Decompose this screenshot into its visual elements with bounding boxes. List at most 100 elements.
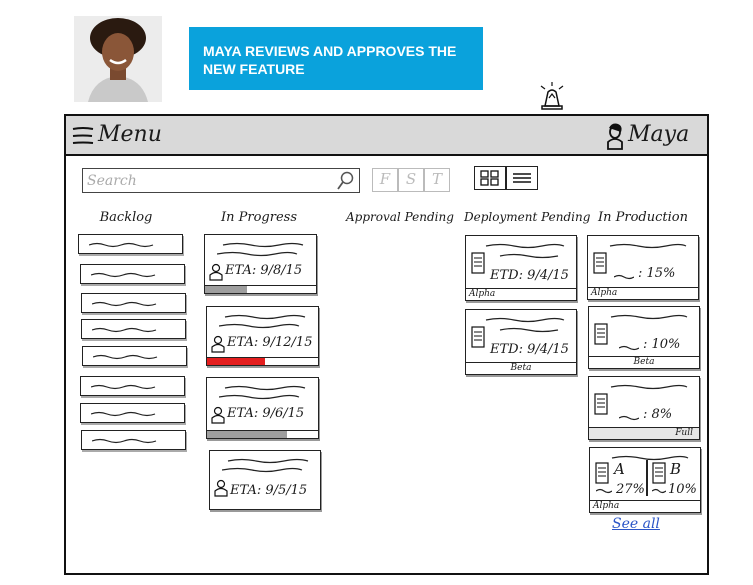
release-tag: Beta: [466, 362, 576, 374]
deployment-pending-card[interactable]: ETD: 9/4/15 Alpha: [465, 235, 577, 301]
document-icon: [593, 252, 607, 274]
document-icon: [594, 323, 608, 345]
release-tag: Full: [589, 427, 699, 439]
assignee-icon: [211, 406, 225, 424]
search-box: [82, 168, 360, 193]
etd-text: ETD: 9/4/15: [490, 342, 569, 357]
backlog-item[interactable]: [80, 264, 185, 284]
assignee-icon: [214, 479, 228, 497]
release-tag: Alpha: [466, 288, 576, 300]
column-header-approval-pending: Approval Pending: [346, 210, 454, 224]
scenario-banner: MAYA REVIEWS AND APPROVES THE NEW FEATUR…: [189, 27, 483, 90]
column-header-in-progress: In Progress: [220, 210, 297, 225]
text-placeholder-icon: [217, 242, 304, 257]
column-header-backlog: Backlog: [99, 210, 153, 225]
document-icon: [595, 462, 609, 484]
text-placeholder-icon: [222, 458, 309, 473]
column-header-deployment-pending: Deployment Pending: [464, 210, 591, 224]
text-placeholder-icon: [91, 384, 156, 390]
progress-bar: [205, 285, 316, 293]
filter-s-button[interactable]: S: [398, 168, 424, 192]
etd-text: ETD: 9/4/15: [490, 268, 569, 283]
variant-divider: [646, 460, 648, 496]
text-placeholder-icon: [652, 488, 666, 494]
adoption-value: : 15%: [638, 266, 676, 281]
list-view-icon: [513, 173, 531, 183]
text-placeholder-icon: [219, 314, 306, 329]
list-view-button[interactable]: [506, 166, 538, 190]
grid-view-icon: [480, 170, 499, 186]
filter-t-button[interactable]: T: [424, 168, 450, 192]
variant-a-value: 27%: [616, 482, 645, 497]
menu-bar: Menu Maya: [66, 116, 707, 156]
filter-buttons: F S T: [372, 168, 450, 192]
text-placeholder-icon: [92, 438, 157, 444]
text-placeholder-icon: [92, 327, 157, 333]
search-input[interactable]: [87, 171, 331, 190]
search-icon[interactable]: [337, 171, 355, 191]
progress-bar: [207, 430, 318, 438]
variant-b-value: 10%: [668, 482, 697, 497]
document-icon: [594, 393, 608, 415]
in-progress-card[interactable]: ETA: 9/12/15: [206, 306, 319, 366]
progress-fill: [205, 286, 248, 293]
backlog-item[interactable]: [78, 234, 183, 254]
text-placeholder-icon: [89, 242, 154, 248]
text-placeholder-icon: [485, 243, 565, 259]
user-icon[interactable]: [604, 122, 626, 150]
view-toggle: [474, 166, 538, 190]
alert-siren-icon: [540, 82, 564, 110]
release-tag: Beta: [589, 356, 699, 368]
menu-label[interactable]: Menu: [98, 122, 162, 147]
text-placeholder-icon: [619, 415, 639, 421]
progress-bar: [207, 357, 318, 365]
document-icon: [652, 462, 666, 484]
filter-f-button[interactable]: F: [372, 168, 398, 192]
user-avatar: [74, 16, 162, 102]
backlog-item[interactable]: [81, 293, 186, 313]
release-tag: Alpha: [588, 287, 698, 299]
assignee-icon: [209, 263, 223, 281]
progress-fill: [207, 358, 265, 365]
backlog-item[interactable]: [81, 430, 186, 450]
backlog-item[interactable]: [80, 376, 185, 396]
in-progress-card[interactable]: ETA: 9/8/15: [204, 234, 317, 294]
text-placeholder-icon: [92, 301, 157, 307]
backlog-item[interactable]: [82, 346, 187, 366]
in-production-card[interactable]: : 8% Full: [588, 376, 700, 440]
release-tag: Alpha: [590, 500, 700, 512]
hamburger-menu-icon[interactable]: [72, 126, 94, 146]
app-window: Menu Maya F S T: [64, 114, 709, 575]
backlog-item[interactable]: [80, 403, 185, 423]
text-placeholder-icon: [485, 317, 565, 333]
text-placeholder-icon: [610, 384, 688, 390]
backlog-item[interactable]: [81, 319, 186, 339]
text-placeholder-icon: [611, 455, 689, 461]
column-header-in-production: In Production: [598, 210, 688, 225]
document-icon: [471, 252, 485, 274]
in-production-card[interactable]: : 10% Beta: [588, 306, 700, 369]
eta-text: ETA: 9/6/15: [227, 406, 305, 421]
adoption-value: : 10%: [643, 337, 681, 352]
text-placeholder-icon: [610, 314, 688, 320]
in-production-card[interactable]: : 15% Alpha: [587, 235, 699, 300]
text-placeholder-icon: [91, 272, 156, 278]
deployment-pending-card[interactable]: ETD: 9/4/15 Beta: [465, 309, 577, 375]
in-progress-card[interactable]: ETA: 9/6/15: [206, 377, 319, 439]
user-name[interactable]: Maya: [628, 122, 690, 147]
text-placeholder-icon: [614, 274, 634, 280]
in-production-card[interactable]: A 27% B 10% Alpha: [589, 447, 701, 513]
eta-text: ETA: 9/8/15: [225, 263, 303, 278]
variant-b-label: B: [670, 460, 682, 478]
adoption-value: : 8%: [643, 407, 673, 422]
text-placeholder-icon: [219, 385, 306, 400]
eta-text: ETA: 9/5/15: [230, 483, 308, 498]
in-progress-card[interactable]: ETA: 9/5/15: [209, 450, 321, 510]
text-placeholder-icon: [91, 411, 156, 417]
text-placeholder-icon: [93, 354, 158, 360]
see-all-link[interactable]: See all: [612, 516, 660, 532]
progress-fill: [207, 431, 287, 438]
text-placeholder-icon: [619, 345, 639, 351]
grid-view-button[interactable]: [474, 166, 506, 190]
toolbar: F S T: [82, 166, 694, 194]
